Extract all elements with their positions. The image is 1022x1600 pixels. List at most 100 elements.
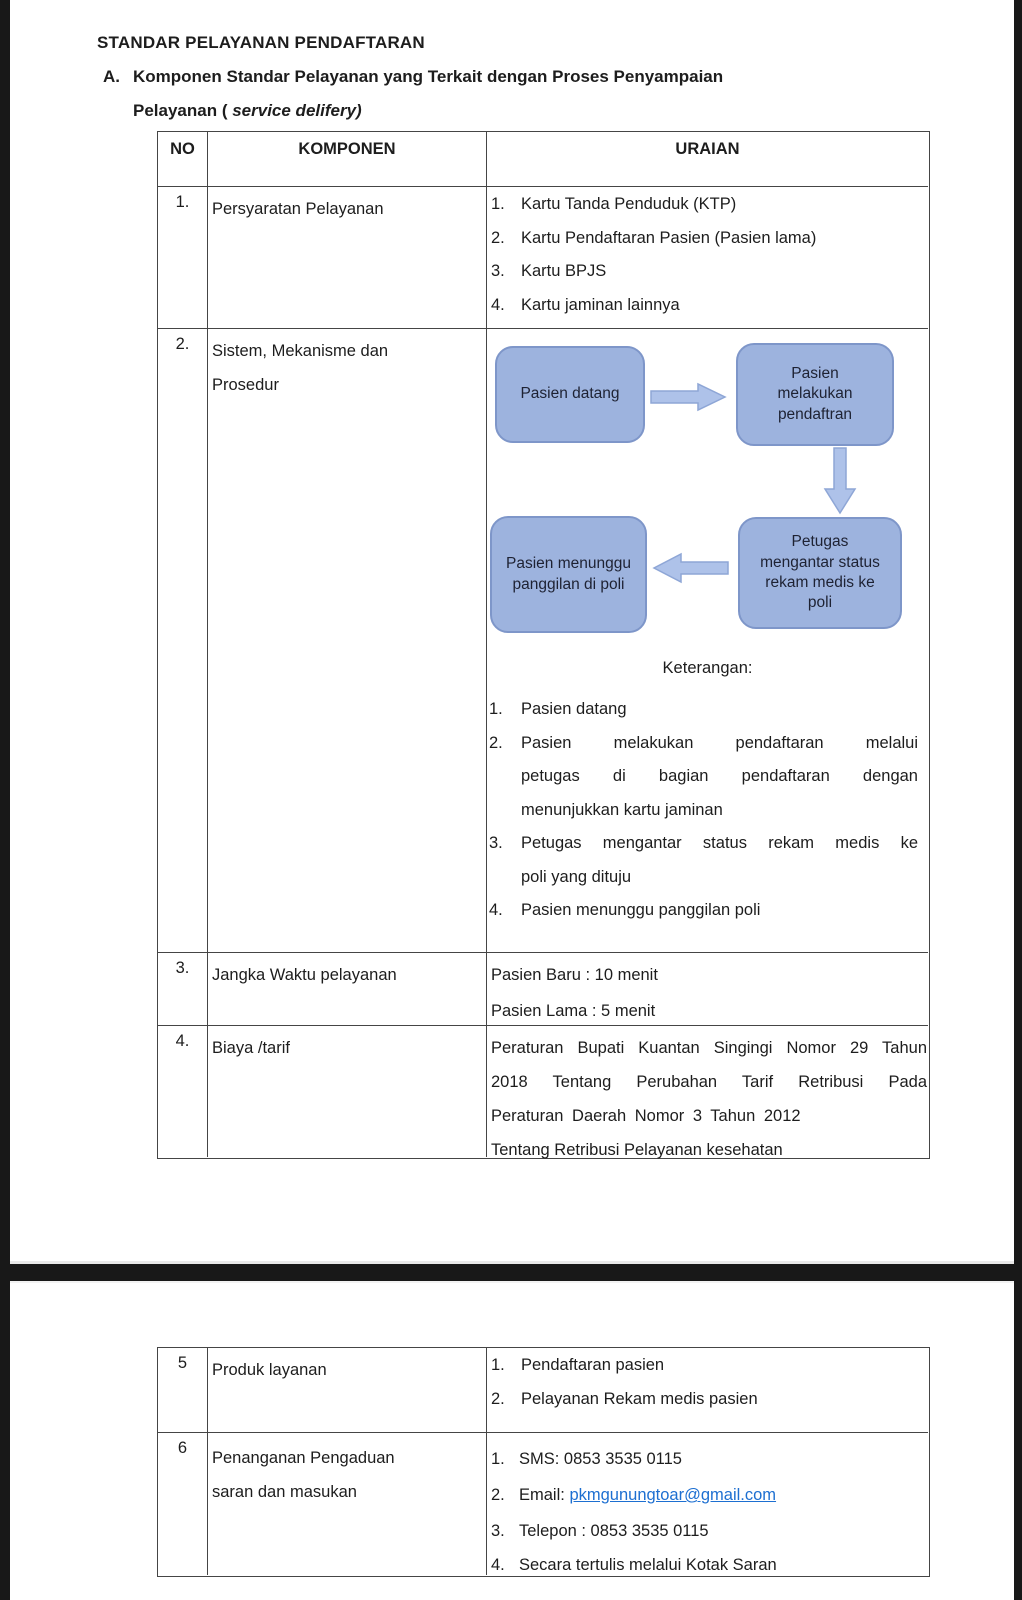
row4-line: Peraturan Daerah Nomor 3 Tahun 2012 <box>491 1107 801 1125</box>
list-item: 3. Telepon : 0853 3535 0115 <box>491 1513 925 1549</box>
flow-arrow-right-icon <box>650 382 727 412</box>
service-standard-table: NO KOMPONEN URAIAN 1. Persyaratan Pelaya… <box>157 131 930 1159</box>
list-item-text: Pelayanan Rekam medis pasien <box>521 1389 758 1408</box>
row4-komponen: Biaya /tarif <box>208 1026 487 1157</box>
list-item-number: 4. <box>489 901 503 919</box>
flow-arrow-down-icon <box>823 447 857 515</box>
section-heading-line2: Pelayanan ( service delifery) <box>133 101 362 121</box>
keterangan-list: 1. Pasien datang 2. Pasien melakukan pen… <box>487 693 918 928</box>
list-item-number: 1. <box>489 700 503 718</box>
row3-komponen: Jangka Waktu pelayanan <box>208 953 487 1026</box>
flow-box-pasien-melakukan-pendaftran: Pasien melakukan pendaftran <box>736 343 894 446</box>
list-item: 4. Kartu jaminan lainnya <box>491 289 925 323</box>
list-item-text: Kartu jaminan lainnya <box>521 295 680 314</box>
list-item-text: SMS: 0853 3535 0115 <box>519 1450 682 1468</box>
row2-komponen: Sistem, Mekanisme dan Prosedur <box>208 329 487 953</box>
list-item: 3. Kartu BPJS <box>491 255 925 289</box>
keterangan-line: Pasien datang <box>521 700 627 718</box>
row6-komponen: Penanganan Pengaduan saran dan masukan <box>208 1433 487 1575</box>
row4-line: Tentang Retribusi Pelayanan kesehatan <box>491 1141 783 1159</box>
section-heading: A. Komponen Standar Pelayanan yang Terka… <box>103 67 723 87</box>
list-item-number: 3. <box>489 834 503 852</box>
row5-no: 5 <box>158 1348 208 1433</box>
row2-uraian: Pasien datang Pasien melakukan pendaftra… <box>487 329 928 953</box>
list-item-number: 4. <box>491 295 505 314</box>
row6-komponen-line1: Penanganan Pengaduan <box>212 1449 395 1467</box>
keterangan-line: poli yang dituju <box>521 867 632 886</box>
keterangan-line: Pasien menunggu panggilan poli <box>521 901 761 919</box>
list-item-number: 4. <box>491 1556 505 1574</box>
keterangan-line: Petugas mengantar status rekam medis ke <box>521 834 918 852</box>
row4-uraian: Peraturan Bupati Kuantan Singingi Nomor … <box>487 1026 928 1159</box>
list-item: 1. Pendaftaran pasien <box>491 1349 925 1383</box>
list-item-text: Kartu Pendaftaran Pasien (Pasien lama) <box>521 228 817 247</box>
list-item-number: 2. <box>491 228 505 247</box>
document-page-1: STANDAR PELAYANAN PENDAFTARAN A. Kompone… <box>10 0 1014 1264</box>
header-cell-no: NO <box>158 132 208 187</box>
list-item-number: 2. <box>491 1389 505 1408</box>
list-item-text: Pendaftaran pasien <box>521 1356 665 1374</box>
list-item: 4. Secara tertulis melalui Kotak Saran <box>491 1549 925 1582</box>
flow-box-petugas-mengantar-status: Petugas mengantar status rekam medis ke … <box>738 517 902 629</box>
section-heading-line2-normal: Pelayanan ( <box>133 101 228 120</box>
row4-no: 4. <box>158 1026 208 1157</box>
section-heading-line1: Komponen Standar Pelayanan yang Terkait … <box>133 67 724 86</box>
list-item-number: 2. <box>489 733 503 752</box>
flow-box-pasien-datang: Pasien datang <box>495 346 645 443</box>
header-cell-komponen: KOMPONEN <box>208 132 487 187</box>
document-page-2: 5 Produk layanan 1. Pendaftaran pasien 2… <box>10 1281 1014 1600</box>
row6-no: 6 <box>158 1433 208 1575</box>
row6-komponen-line2: saran dan masukan <box>212 1483 357 1501</box>
row3-line: Pasien Baru : 10 menit <box>491 966 658 984</box>
keterangan-line: petugas di bagian pendaftaran dengan <box>521 767 918 785</box>
keterangan-title: Keterangan: <box>662 659 753 677</box>
keterangan-line: menunjukkan kartu jaminan <box>521 800 723 819</box>
keterangan-item: 1. Pasien datang <box>487 693 918 727</box>
header-cell-uraian: URAIAN <box>487 132 928 187</box>
section-letter: A. <box>103 67 120 86</box>
row1-no: 1. <box>158 187 208 329</box>
list-item-text: Kartu BPJS <box>521 262 607 280</box>
keterangan-line: Pasien melakukan pendaftaran melalui <box>521 733 918 752</box>
row2-komponen-line2: Prosedur <box>212 376 279 394</box>
list-item: 2. Kartu Pendaftaran Pasien (Pasien lama… <box>491 222 925 256</box>
row2-komponen-line1: Sistem, Mekanisme dan <box>212 342 389 360</box>
row1-komponen: Persyaratan Pelayanan <box>208 187 487 329</box>
flow-box-label: Pasien datang <box>520 385 620 403</box>
list-item-text: Secara tertulis melalui Kotak Saran <box>519 1556 777 1574</box>
email-link[interactable]: pkmgunungtoar@gmail.com <box>569 1486 777 1504</box>
row3-uraian: Pasien Baru : 10 menit Pasien Lama : 5 m… <box>487 953 928 1026</box>
list-item-number: 1. <box>491 1450 505 1468</box>
row3-line: Pasien Lama : 5 menit <box>491 1002 656 1020</box>
flow-box-label: Pasien menunggu panggilan di poli <box>506 555 631 593</box>
list-item-number: 3. <box>491 262 505 280</box>
service-standard-table-continued: 5 Produk layanan 1. Pendaftaran pasien 2… <box>157 1347 930 1577</box>
list-item: 1. SMS: 0853 3535 0115 <box>491 1441 925 1477</box>
section-heading-line2-italic: service delifery) <box>227 101 362 120</box>
keterangan-item: 4. Pasien menunggu panggilan poli <box>487 894 918 928</box>
document-title: STANDAR PELAYANAN PENDAFTARAN <box>97 33 425 52</box>
row5-komponen: Produk layanan <box>208 1348 487 1433</box>
list-item-text: Kartu Tanda Penduduk (KTP) <box>521 195 737 213</box>
keterangan-item: 2. Pasien melakukan pendaftaran melalui … <box>487 727 918 828</box>
row4-line: Peraturan Bupati Kuantan Singingi Nomor … <box>491 1039 927 1057</box>
row5-uraian: 1. Pendaftaran pasien 2. Pelayanan Rekam… <box>487 1348 928 1433</box>
email-label: Email: <box>519 1486 570 1504</box>
row1-uraian: 1. Kartu Tanda Penduduk (KTP) 2. Kartu P… <box>487 187 928 329</box>
list-item-number: 1. <box>491 195 505 213</box>
list-item: 1. Kartu Tanda Penduduk (KTP) <box>491 188 925 222</box>
flow-box-pasien-menunggu-panggilan: Pasien menunggu panggilan di poli <box>490 516 647 633</box>
list-item: 2. Email: pkmgunungtoar@gmail.com <box>491 1477 925 1513</box>
row2-no: 2. <box>158 329 208 953</box>
list-item-text: Telepon : 0853 3535 0115 <box>519 1522 709 1540</box>
flow-box-label: Petugas mengantar status rekam medis ke … <box>760 533 880 612</box>
row6-uraian: 1. SMS: 0853 3535 0115 2. Email: pkmgunu… <box>487 1433 928 1575</box>
list-item-number: 3. <box>491 1522 505 1540</box>
flow-box-label: Pasien melakukan pendaftran <box>777 364 853 423</box>
row3-no: 3. <box>158 953 208 1026</box>
list-item-number: 1. <box>491 1356 505 1374</box>
row4-line: 2018 Tentang Perubahan Tarif Retribusi P… <box>491 1073 927 1091</box>
list-item: 2. Pelayanan Rekam medis pasien <box>491 1383 925 1417</box>
list-item-text: Email: pkmgunungtoar@gmail.com <box>519 1477 776 1513</box>
